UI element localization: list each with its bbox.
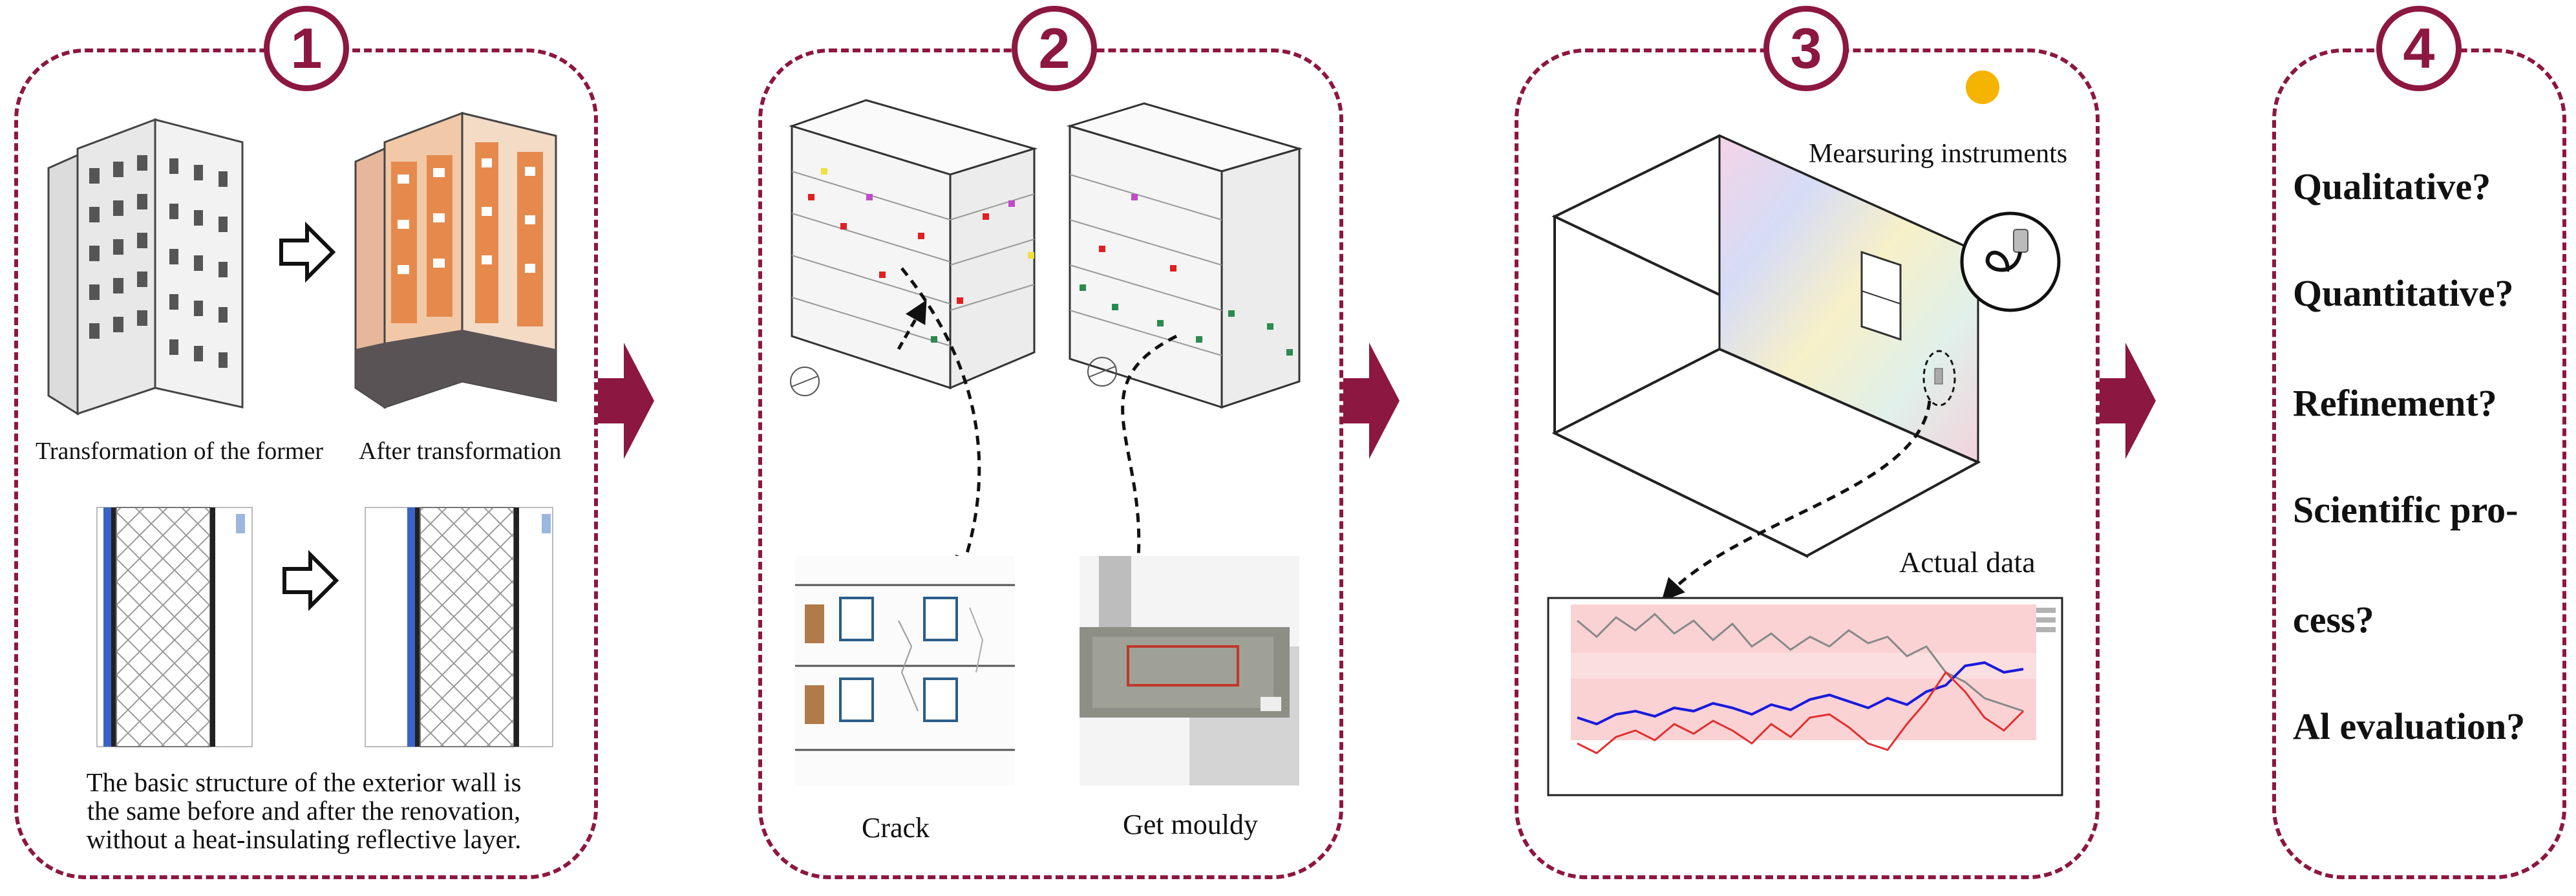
step-badge-1: 1 [264,6,349,91]
question-scientific-process-line-1: Scientific pro- [2293,489,2518,531]
flow-arrow-3 [2100,343,2156,459]
caption-get-mouldy: Get mouldy [1123,809,1258,840]
step-badge-4: 4 [2376,6,2462,91]
flow-arrow-1 [598,343,654,459]
wall-section-before [96,507,253,747]
caption-measuring-instruments: Mearsuring instruments [1809,139,2068,169]
sun-icon [1966,70,1999,104]
dashed-arrow-data [1661,400,1932,602]
panel-step-2 [758,48,1343,879]
flow-arrow-2 [1343,343,1400,459]
description-line-1: The basic structure of the exterior wall… [86,767,522,797]
wall-structure-description: The basic structure of the exterior wall… [39,768,569,853]
building-after-illustration [354,111,557,409]
question-quantitative: Quantitative? [2293,272,2514,314]
measuring-instrument-icon [1960,211,2061,312]
caption-crack: Crack [862,812,930,844]
step-badge-2: 2 [1012,6,1097,91]
building-model-mould [1066,102,1303,409]
caption-actual-data: Actual data [1899,546,2036,579]
crack-photo [795,556,1015,785]
series-red [1577,670,2025,754]
step-badge-3: 3 [1763,6,1849,91]
dashed-arrow-crack [900,267,981,580]
room-diagram [1551,134,1981,559]
wall-section-after [365,507,553,747]
description-line-2: the same before and after the renovation… [87,796,521,826]
question-ai-evaluation: Al evaluation? [2293,705,2526,747]
question-refinement: Refinement? [2293,382,2497,424]
building-before-illustration [47,118,244,416]
mould-photo [1080,556,1299,785]
question-scientific-process-line-2: cess? [2293,599,2374,641]
data-chart [1547,597,2063,796]
series-gray [1577,612,2024,712]
panel-step-3 [1515,48,2100,879]
description-line-3: without a heat-insulating reflective lay… [86,824,522,854]
question-qualitative: Qualitative? [2293,165,2491,208]
building-model-crack [789,99,1038,396]
dashed-arrow-up [897,299,927,350]
chart-legend [2036,608,2056,632]
transform-arrow-bottom [282,549,339,612]
caption-after-transformation: After transformation [359,438,562,465]
caption-before-transformation: Transformation of the former [36,438,323,465]
series-blue [1577,661,2024,726]
transform-arrow-top [279,221,336,283]
